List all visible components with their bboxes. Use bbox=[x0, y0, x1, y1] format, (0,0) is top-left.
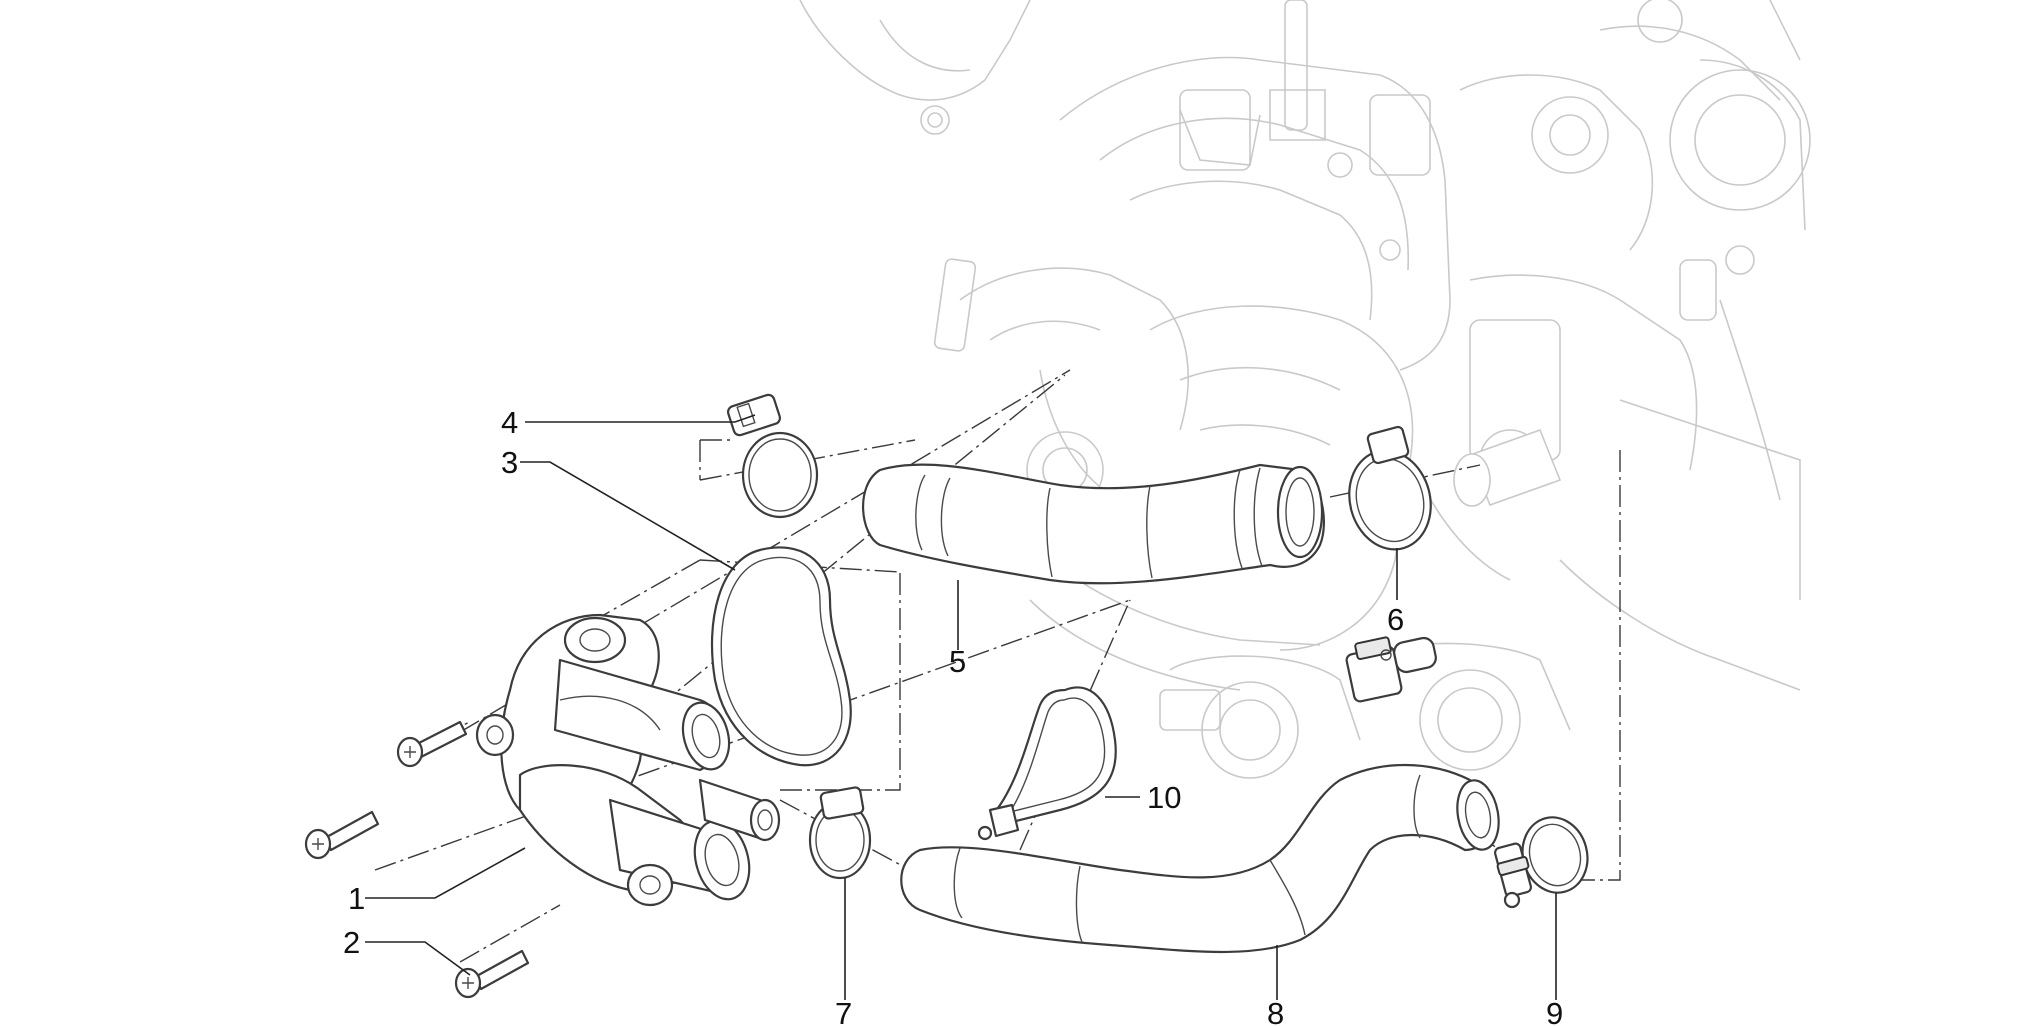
screw-top bbox=[396, 720, 468, 768]
callout-7: 7 bbox=[835, 996, 852, 1026]
callout-9: 9 bbox=[1546, 996, 1563, 1026]
callout-3: 3 bbox=[501, 445, 518, 480]
leader-lines bbox=[365, 414, 1557, 1000]
screw-hose-clamp bbox=[1493, 816, 1589, 909]
lower-coolant-hose bbox=[900, 763, 1500, 954]
callout-4: 4 bbox=[501, 405, 518, 440]
leader-3 bbox=[520, 461, 736, 571]
engine-block-background bbox=[799, 0, 1811, 779]
screws bbox=[304, 720, 530, 999]
callout-5: 5 bbox=[949, 644, 966, 679]
callout-8: 8 bbox=[1267, 996, 1284, 1026]
cable-tie-clip bbox=[977, 686, 1117, 841]
callout-10: 10 bbox=[1147, 780, 1181, 815]
leader-2 bbox=[365, 941, 471, 976]
callout-labels: 1 2 3 4 5 6 7 8 9 10 bbox=[343, 405, 1563, 1026]
screw-middle bbox=[304, 810, 380, 860]
callout-6: 6 bbox=[1387, 602, 1404, 637]
thermostat-housing bbox=[475, 613, 781, 907]
callout-1: 1 bbox=[348, 881, 365, 916]
hose-clamp-right bbox=[1348, 425, 1432, 551]
hose-clamp-lower bbox=[808, 786, 872, 880]
screw-bottom bbox=[454, 949, 530, 999]
leader-1 bbox=[365, 847, 526, 899]
hose-clamp-top bbox=[726, 393, 819, 519]
callout-2: 2 bbox=[343, 925, 360, 960]
leader-4 bbox=[525, 414, 756, 423]
upper-coolant-hose bbox=[861, 463, 1325, 585]
o-ring-gasket bbox=[710, 546, 852, 767]
